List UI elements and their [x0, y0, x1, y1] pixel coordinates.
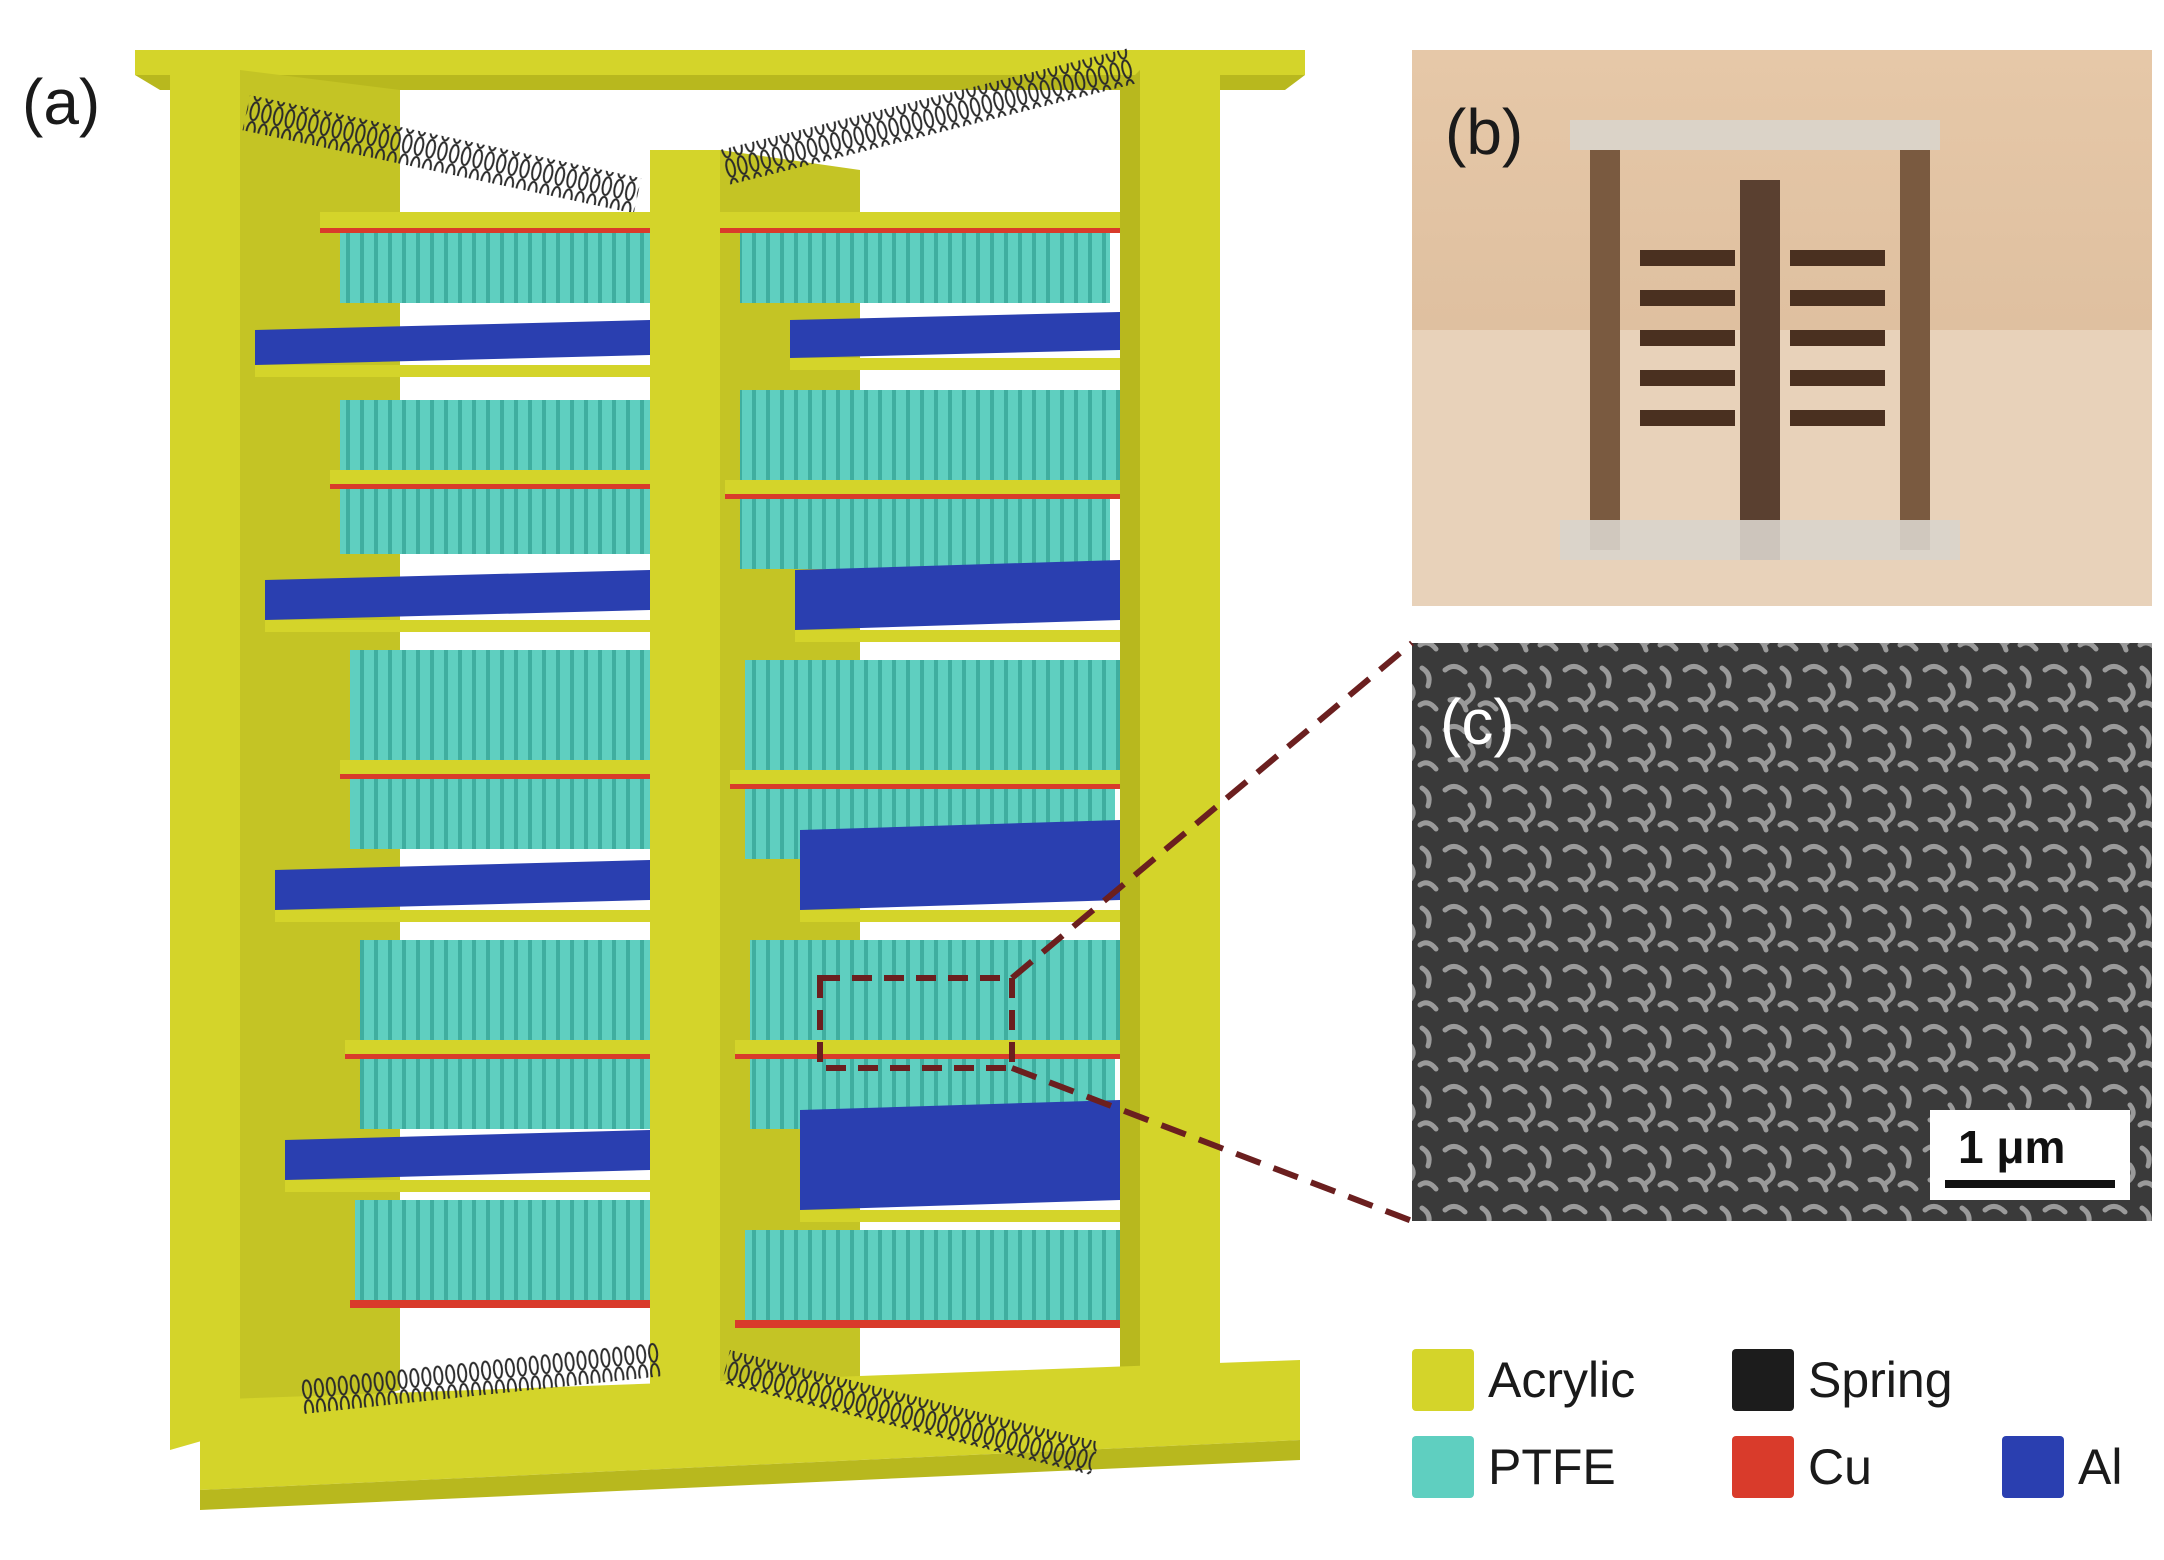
spring-bottom-left — [300, 1342, 662, 1414]
layer-stack-left — [255, 212, 650, 1308]
legend-label: Acrylic — [1488, 1352, 1636, 1408]
panel-label-c: (c) — [1440, 686, 1515, 758]
acrylic-top-beam — [135, 50, 1305, 75]
legend-item-cu: Cu — [1732, 1432, 1872, 1502]
ptfe-swatch-icon — [1412, 1436, 1474, 1498]
panel-label-a: (a) — [22, 66, 101, 138]
layer-stack-right — [720, 212, 1120, 1328]
legend-item-spring: Spring — [1732, 1345, 1953, 1415]
spring-swatch-icon — [1732, 1349, 1794, 1411]
cu-swatch-icon — [1732, 1436, 1794, 1498]
panel-label-b: (b) — [1445, 96, 1524, 168]
legend-label: PTFE — [1488, 1439, 1616, 1495]
sem-panel-c — [1412, 643, 2152, 1221]
acrylic-swatch-icon — [1412, 1349, 1474, 1411]
legend-item-al: Al — [2002, 1432, 2122, 1502]
schematic-panel-a — [135, 48, 1305, 1510]
legend-label: Spring — [1808, 1352, 1953, 1408]
acrylic-center-pillar — [650, 150, 720, 1420]
zoom-region-box — [817, 975, 1015, 1071]
acrylic-right-pillar — [1140, 70, 1220, 1420]
spring-bottom-right — [721, 1349, 1099, 1475]
legend-label: Al — [2078, 1439, 2123, 1495]
photo-panel-b — [1412, 50, 2152, 606]
legend-label: Cu — [1808, 1439, 1872, 1495]
spring-top-left — [242, 95, 642, 214]
legend-item-ptfe: PTFE — [1412, 1432, 1616, 1502]
zoom-leader-bottom — [1010, 1065, 1414, 1224]
zoom-leader-top — [1010, 640, 1414, 981]
spring-top-right — [720, 48, 1137, 185]
legend-item-acrylic: Acrylic — [1412, 1345, 1635, 1415]
acrylic-left-pillar — [170, 70, 240, 1450]
al-swatch-icon — [2002, 1436, 2064, 1498]
sem-scale-bar-label: 1 μm — [1958, 1121, 2066, 1173]
